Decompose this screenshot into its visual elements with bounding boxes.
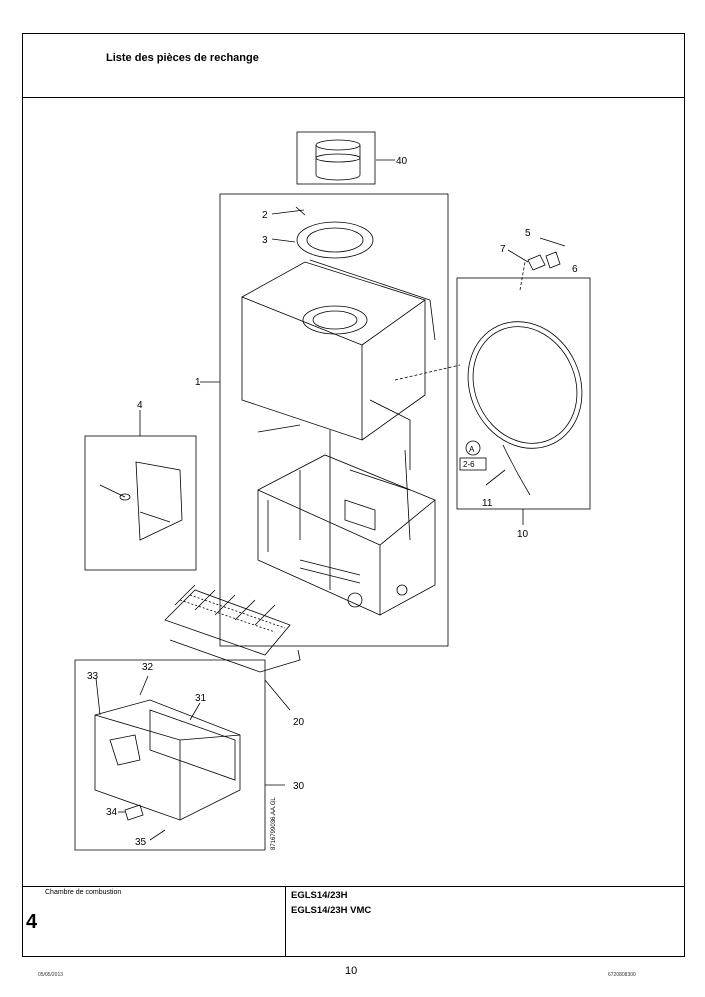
print-date: 05/05/2013 bbox=[38, 972, 64, 978]
callout-20: 20 bbox=[293, 717, 305, 728]
callout-6: 6 bbox=[572, 264, 578, 275]
page-number: 10 bbox=[345, 965, 358, 977]
callout-30: 30 bbox=[293, 781, 305, 792]
callout-40: 40 bbox=[396, 156, 408, 167]
callout-5: 5 bbox=[525, 228, 531, 239]
callout-34: 34 bbox=[106, 807, 118, 818]
document-reference: 6720808300 bbox=[608, 972, 636, 978]
callout-4: 4 bbox=[137, 400, 143, 411]
chapter-label: Chambre de combustion bbox=[45, 889, 122, 896]
callout-11: 11 bbox=[482, 498, 493, 509]
callout-3: 3 bbox=[262, 235, 268, 246]
footer-column-separator bbox=[285, 886, 286, 956]
callout-7: 7 bbox=[500, 244, 506, 255]
callout-2-6-box bbox=[459, 457, 487, 471]
page-title: Liste des pièces de rechange bbox=[106, 52, 259, 64]
callout-2: 2 bbox=[262, 210, 268, 221]
callout-32: 32 bbox=[142, 662, 154, 673]
callout-10: 10 bbox=[517, 529, 529, 540]
model-name-vmc: EGLS14/23H VMC bbox=[291, 905, 372, 916]
model-name: EGLS14/23H bbox=[291, 890, 348, 901]
drawing-code: 8716799036.AA.GL bbox=[271, 797, 277, 850]
callout-a-circle bbox=[465, 440, 481, 456]
callout-35: 35 bbox=[135, 837, 147, 848]
part-1-frame bbox=[219, 193, 449, 647]
callout-2-6: 2-6 bbox=[463, 460, 475, 469]
part-4-box bbox=[84, 435, 197, 571]
callout-33: 33 bbox=[87, 671, 99, 682]
chapter-number: 4 bbox=[26, 911, 38, 933]
callout-1: 1 bbox=[195, 377, 201, 388]
header-separator bbox=[23, 97, 684, 98]
footer-separator bbox=[23, 886, 684, 887]
callout-31: 31 bbox=[195, 693, 207, 704]
part-30-box bbox=[74, 659, 266, 851]
part-10-box bbox=[456, 277, 591, 510]
part-40-box bbox=[296, 131, 376, 185]
callout-a: A bbox=[469, 445, 475, 454]
page-frame: Liste des pièces de rechange Chambre de … bbox=[22, 33, 685, 957]
